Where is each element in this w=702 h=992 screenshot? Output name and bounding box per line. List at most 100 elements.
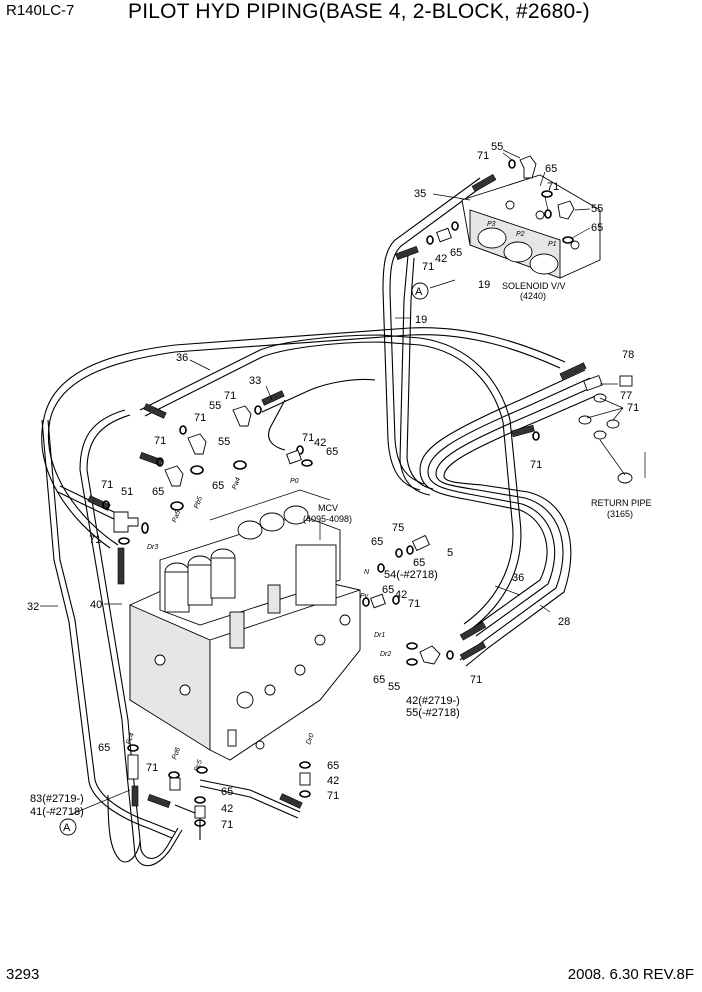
oring-71l (392, 595, 400, 605)
callout-28: 28 (558, 616, 570, 628)
mcv-relief-valve-2 (267, 584, 281, 614)
callout-42d: 42 (221, 803, 233, 815)
return-fitting-5 (617, 472, 633, 484)
callout-40: 40 (90, 599, 102, 611)
hose-bundle-c (435, 385, 596, 661)
callout-65d: 65 (326, 446, 338, 458)
hose-bundle-b (427, 377, 591, 637)
mcv-port-hole-3 (236, 691, 254, 709)
callout-71l: 71 (408, 598, 420, 610)
leader-71h (599, 397, 624, 409)
callout-71j: 71 (101, 479, 113, 491)
oring-65h (141, 522, 149, 534)
hose-32-inner (41, 327, 566, 549)
hose-bottom-1 (199, 779, 301, 813)
crimp-10 (459, 641, 487, 661)
model-number: R140LC-7 (6, 2, 75, 19)
oring-65i (377, 563, 385, 573)
callout-55d: 55 (218, 436, 230, 448)
callout-numbers: 55 71 65 71 55 65 35 42 65 71 19 19 36 7… (27, 141, 639, 831)
mcv-port-hole-4 (264, 684, 276, 696)
return-pipe-label: RETURN PIPE (591, 498, 652, 508)
oring-71h (102, 500, 110, 510)
callout-71h: 71 (627, 402, 639, 414)
callout-65b: 65 (591, 222, 603, 234)
crimp-7 (117, 547, 125, 585)
callout-65k: 65 (98, 742, 110, 754)
crimp-1 (143, 403, 167, 419)
callout-36b: 36 (512, 572, 524, 584)
oring-71m (446, 650, 454, 660)
port-pv: Pv (360, 593, 369, 600)
hose-36 (139, 334, 522, 631)
return-pipe-fittings (578, 374, 646, 484)
adapter-42c (370, 593, 386, 609)
hose-19 (399, 254, 431, 496)
port-p3: P3 (487, 221, 496, 228)
mcv-spool-3 (210, 557, 236, 599)
mcv-plate-edge (209, 489, 331, 521)
port-pc4: Pc4 (125, 732, 136, 746)
port-n: N (364, 569, 370, 576)
main-control-valve (129, 489, 361, 761)
solenoid-bolt-3 (570, 240, 580, 250)
crimp-9 (459, 621, 487, 641)
port-pb5: Pb5 (193, 495, 204, 509)
callout-5: 5 (447, 547, 453, 559)
diagram-title: PILOT HYD PIPING(BASE 4, 2-BLOCK, #2680-… (128, 0, 590, 23)
callout-55a: 55 (491, 141, 503, 153)
callout-65m: 65 (327, 760, 339, 772)
callout-71k: 71 (89, 534, 101, 546)
mcv-port-hole-6 (314, 634, 326, 646)
oring-75 (395, 548, 403, 558)
port-dr2: Dr2 (380, 651, 391, 658)
callout-71p: 71 (327, 790, 339, 802)
callout-42-55b: 55(-#2718) (406, 707, 460, 719)
callout-65j: 65 (373, 674, 385, 686)
callout-83-41a: 83(#2719-) (30, 793, 84, 805)
callout-42a: 42 (435, 253, 447, 265)
adapter-42f (299, 772, 311, 786)
hose-40 (79, 409, 183, 867)
oring-71n (532, 431, 540, 441)
callout-19b: 19 (415, 314, 427, 326)
crimp-8 (559, 362, 587, 380)
leader-55b (574, 208, 591, 211)
callout-65c: 65 (450, 247, 462, 259)
callout-42c: 42 (395, 589, 407, 601)
solenoid-coil-3 (529, 253, 559, 275)
oring-65a (541, 190, 553, 198)
leader-83 (71, 789, 131, 815)
callout-78: 78 (622, 349, 634, 361)
oring-65j (406, 545, 414, 555)
oring-71a (508, 159, 516, 169)
hose-51-inner (57, 491, 119, 522)
port-dr0: Dr0 (305, 733, 315, 746)
callout-65l: 65 (221, 786, 233, 798)
plug-5 (411, 534, 431, 552)
port-pc5: Pc5 (193, 759, 204, 773)
hose-36-inner (144, 341, 514, 625)
leader-71h-3 (612, 407, 624, 421)
callout-51: 51 (121, 486, 133, 498)
hose-33-drop (267, 399, 286, 451)
hose-32-down (47, 419, 176, 833)
connector-a-bottom-label: A (63, 822, 71, 834)
oring-71g (296, 445, 304, 455)
mcv-spool-1 (164, 571, 190, 613)
leader-36a (189, 359, 211, 371)
oring-65e (190, 465, 204, 475)
callout-42e: 42 (327, 775, 339, 787)
connector-a-top (411, 282, 429, 300)
callout-42b: 42 (314, 437, 326, 449)
callout-33: 33 (249, 375, 261, 387)
mcv-spool-2 (187, 564, 213, 606)
adapter-83 (127, 754, 139, 780)
oring-65l (406, 642, 418, 650)
port-pa4: Pa4 (231, 476, 242, 490)
leader-lines (40, 149, 624, 815)
leader-28 (539, 604, 551, 613)
return-leader (599, 439, 626, 476)
crimp-11 (147, 794, 171, 808)
callout-65a: 65 (545, 163, 557, 175)
